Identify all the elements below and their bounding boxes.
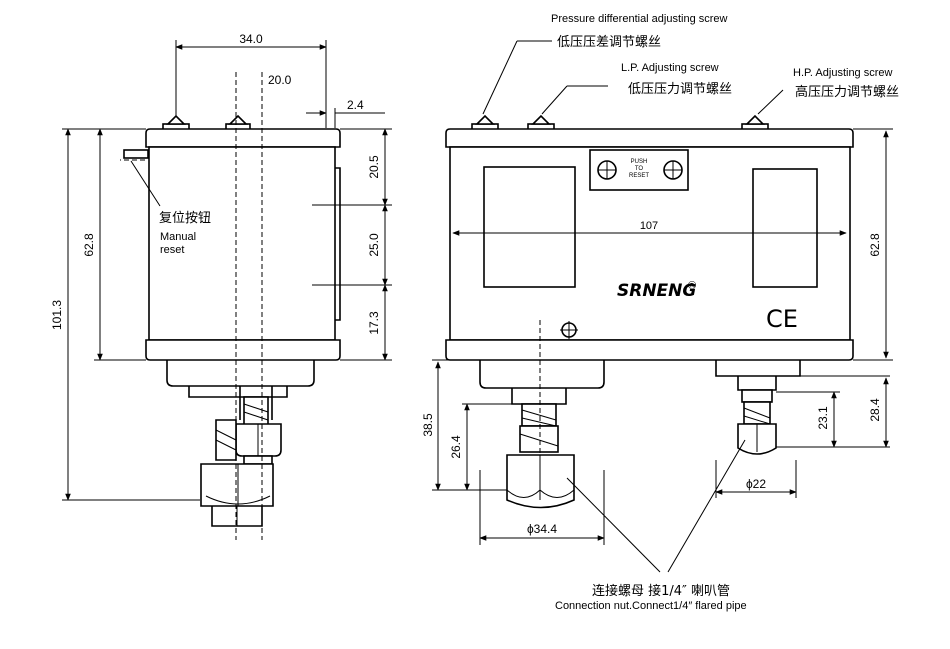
side-screw-right <box>225 114 251 131</box>
front-dim-62-8-label: 62.8 <box>868 233 882 257</box>
ce-mark: CE <box>766 305 798 333</box>
side-body <box>148 146 336 341</box>
dim-25-label: 25.0 <box>367 233 381 257</box>
push-label-3: RESET <box>629 173 649 179</box>
push-label-2: TO <box>635 166 644 172</box>
connection-label-en: Connection nut.Connect1/4″ flared pipe <box>555 600 747 612</box>
dim-38-5-label: 38.5 <box>421 413 435 437</box>
dim-20-label: 20.0 <box>268 73 292 87</box>
hp-screw <box>741 114 769 131</box>
dim-62-8-label: 62.8 <box>82 233 96 257</box>
dim-107-label: 107 <box>640 220 658 232</box>
dim-phi-22-label: ϕ22 <box>746 477 766 491</box>
front-top-cap <box>445 128 854 148</box>
dim-17-3-label: 17.3 <box>367 311 381 335</box>
hp-screw-label-en: H.P. Adjusting screw <box>793 67 893 79</box>
reset-label-cn: 复位按钮 <box>159 211 211 226</box>
lp-screw <box>527 114 555 131</box>
connection-label-cn: 连接螺母 接1/4″ 喇叭管 <box>592 583 730 599</box>
side-top-cap <box>145 128 341 148</box>
dim-phi-34-4-label: ϕ34.4 <box>527 522 557 536</box>
diff-screw <box>471 114 499 131</box>
dim-101-3-label: 101.3 <box>50 300 64 330</box>
side-view: 34.0 20.0 2.4 20.5 25.0 17.3 62.8 101.3 … <box>50 32 392 540</box>
reset-label-en-1: Manual <box>160 231 196 243</box>
lp-screw-label-en: L.P. Adjusting screw <box>621 62 719 74</box>
diff-screw-label-cn: 低压压差调节螺丝 <box>557 35 661 50</box>
reset-label-en-2: reset <box>160 244 184 256</box>
dim-23-1-label: 23.1 <box>816 406 830 430</box>
brand-logo: SRNENG <box>617 281 696 301</box>
registered-mark: ® <box>688 280 696 292</box>
front-view: PUSH TO RESET 107 SRNENG ® CE <box>421 13 899 612</box>
hp-scale-window <box>752 168 818 288</box>
dim-26-4-label: 26.4 <box>449 435 463 459</box>
front-bottom-cap <box>445 339 854 361</box>
push-label-1: PUSH <box>631 159 648 165</box>
dim-28-4-label: 28.4 <box>868 398 882 422</box>
dim-34-label: 34.0 <box>239 32 263 46</box>
side-reset-button <box>123 149 149 159</box>
diff-screw-label-en: Pressure differential adjusting screw <box>551 13 728 25</box>
push-to-reset-plate: PUSH TO RESET <box>589 149 689 191</box>
lp-scale-window <box>483 166 576 288</box>
dim-20-5-label: 20.5 <box>367 155 381 179</box>
dim-2-4-label: 2.4 <box>347 98 364 112</box>
lp-screw-label-cn: 低压压力调节螺丝 <box>628 82 732 97</box>
side-bottom-cap <box>145 339 341 361</box>
hp-screw-label-cn: 高压压力调节螺丝 <box>795 84 899 100</box>
side-screw-left <box>162 114 190 131</box>
